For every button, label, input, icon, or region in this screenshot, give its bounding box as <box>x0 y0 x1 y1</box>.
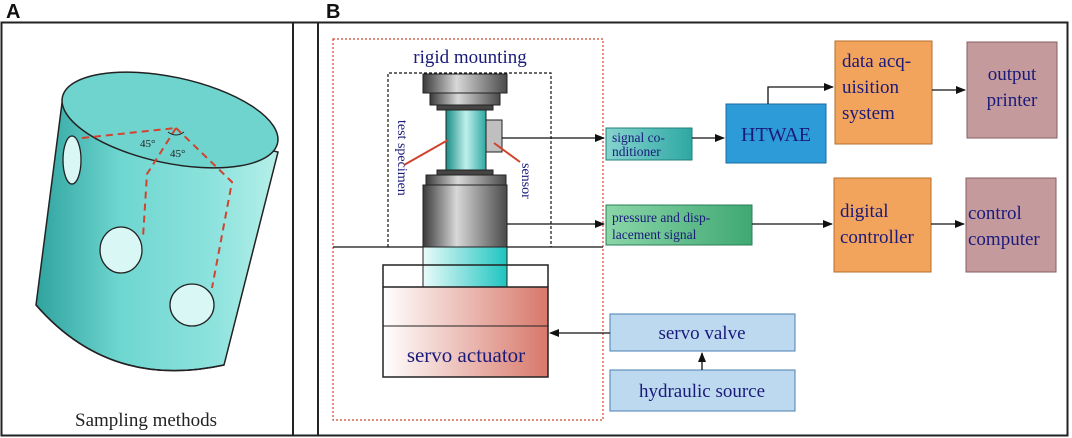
piston-rod <box>422 246 508 288</box>
ae-sensor <box>485 119 503 153</box>
htwae-box <box>725 103 827 164</box>
test-specimen <box>445 109 487 171</box>
sample-hole-1 <box>62 135 82 185</box>
digital-controller-box <box>833 177 932 273</box>
daq-label-3: system <box>842 103 895 124</box>
hydraulic-source-label: hydraulic source <box>639 381 765 402</box>
daq-system-box <box>834 40 933 145</box>
specimen-pointer <box>403 139 449 166</box>
angle-arc-icon <box>167 131 185 136</box>
lower-spacer <box>436 169 494 176</box>
angle-label-1: 45° <box>140 138 155 150</box>
daq-label-1: data acq- <box>842 51 911 72</box>
pressure-signal-box <box>605 204 753 246</box>
servo-actuator-body <box>382 286 549 378</box>
loading-column <box>422 184 508 248</box>
test-chamber-outline <box>387 72 552 247</box>
signal-conditioner-label-1: signal co- <box>612 130 665 145</box>
pressure-signal-label-2: lacement signal <box>612 227 697 242</box>
outer-frame <box>0 21 1069 437</box>
signal-conditioner-box <box>605 127 693 161</box>
htwae-label: HTWAE <box>741 124 811 146</box>
panel-b-label: B <box>326 1 340 23</box>
control-computer-box <box>965 177 1057 273</box>
panel-a-caption: Sampling methods <box>75 410 217 431</box>
digital-controller-label-1: digital <box>840 201 889 222</box>
htwae-to-daq-arrow <box>767 83 834 104</box>
apparatus-enclosure <box>332 38 604 421</box>
digital-controller-label-2: controller <box>840 227 915 248</box>
sensor-label: sensor <box>518 163 533 199</box>
output-printer-label-2: printer <box>987 90 1038 111</box>
upper-crosshead <box>422 73 508 94</box>
lower-platen <box>425 174 507 186</box>
cylinder-top-face <box>61 71 279 169</box>
servo-actuator-label: servo actuator <box>407 343 525 367</box>
hydraulic-source-box <box>609 369 796 412</box>
sampling-lines <box>81 127 234 289</box>
control-computer-label-1: control <box>968 203 1022 224</box>
output-printer-box <box>966 41 1058 139</box>
signal-conditioner-label-2: nditioner <box>612 144 661 159</box>
sample-hole-3 <box>169 283 215 327</box>
test-specimen-label: test specimen <box>394 120 409 196</box>
panel-a-label: A <box>6 1 20 23</box>
connectors <box>502 83 966 370</box>
actuator-housing-top <box>382 264 549 287</box>
control-computer-label-2: computer <box>968 229 1040 250</box>
output-printer-label-1: output <box>988 64 1037 85</box>
sample-hole-2 <box>99 226 143 274</box>
pressure-signal-label-1: pressure and disp- <box>612 210 711 225</box>
daq-label-2: uisition <box>842 77 900 98</box>
rigid-mounting-label: rigid mounting <box>413 47 527 68</box>
servo-valve-box <box>609 313 796 352</box>
sensor-pointer <box>493 142 521 163</box>
upper-spacer <box>436 104 494 111</box>
servo-valve-label: servo valve <box>658 323 745 344</box>
sample-cylinder: 45° 45° <box>35 71 279 372</box>
angle-label-2: 45° <box>170 148 185 160</box>
upper-platen <box>429 92 501 106</box>
